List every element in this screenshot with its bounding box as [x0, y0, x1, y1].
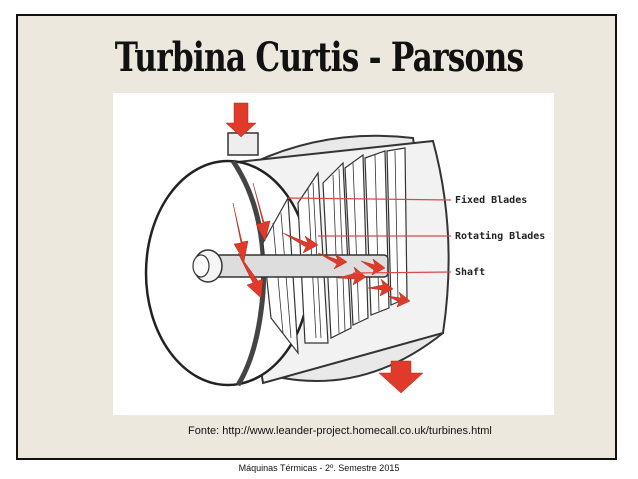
steam-flow-arrows	[225, 102, 424, 394]
steam-inlet-arrow	[225, 102, 257, 138]
steam-outlet-arrow	[378, 360, 424, 394]
source-caption: Fonte: http://www.leander-project.homeca…	[188, 425, 492, 437]
turbine-diagram: Fixed Blades Rotating Blades Shaft	[113, 93, 554, 415]
label-shaft: Shaft	[455, 267, 485, 278]
label-rotating-blades: Rotating Blades	[455, 230, 545, 242]
slide-title: Turbina Curtis - Parsons	[114, 34, 524, 81]
slide-footer: Máquinas Térmicas - 2º. Semestre 2015	[238, 463, 400, 473]
label-fixed-blades: Fixed Blades	[455, 194, 527, 206]
